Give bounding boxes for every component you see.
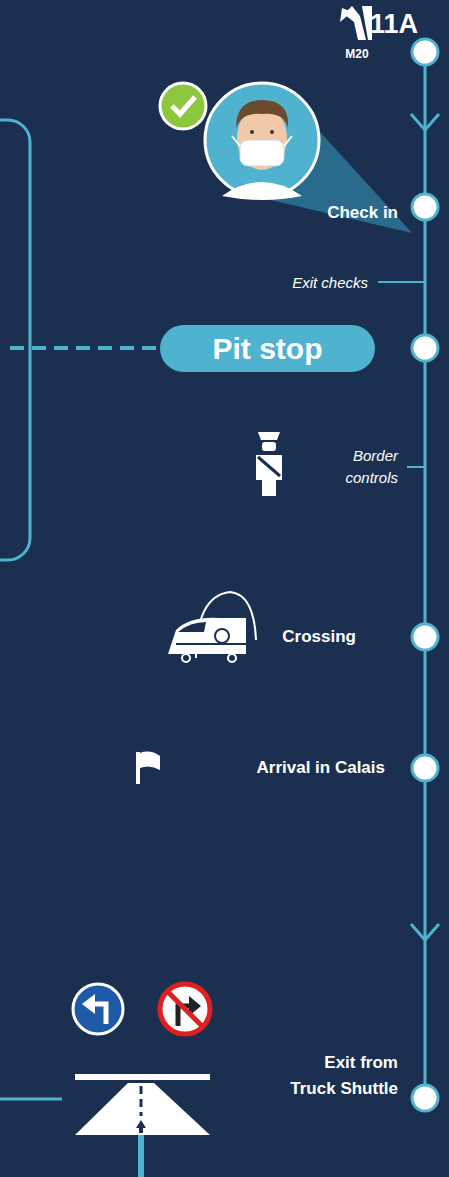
stop-label: 11A <box>370 8 430 40</box>
train-icon <box>168 592 256 662</box>
left-turn-sign <box>73 984 123 1034</box>
stop-label: M20 <box>338 47 376 61</box>
stop-label: Arrival in Calais <box>185 757 385 779</box>
guard-icon <box>256 432 282 496</box>
masked-person <box>205 83 319 200</box>
chevron <box>411 114 439 130</box>
stop-circle <box>412 39 438 65</box>
stop-circle <box>412 624 438 650</box>
motorway-sign <box>340 6 372 40</box>
pill-text: Pit stop <box>160 325 375 372</box>
stop-circle <box>412 335 438 361</box>
tick-line <box>407 466 425 468</box>
stop-circle <box>412 755 438 781</box>
road-icon <box>75 1074 210 1135</box>
stop-pill: Pit stop <box>160 325 375 372</box>
stop-label: Exit checks <box>260 273 368 293</box>
stop-label: Check in <box>290 202 398 224</box>
leader-line <box>0 1098 62 1101</box>
flag-icon <box>136 752 160 784</box>
dashed-leader <box>10 346 160 350</box>
no-right-turn-sign <box>160 984 210 1034</box>
leader-line <box>138 1135 144 1177</box>
timeline-stops <box>412 39 438 1111</box>
stop-label: Exit from Truck Shuttle <box>282 1050 398 1102</box>
chevron <box>411 924 439 940</box>
tick-line <box>378 281 425 283</box>
stop-circle <box>412 1085 438 1111</box>
side-panel <box>0 120 30 560</box>
check-badge <box>160 83 206 129</box>
stop-label: Crossing <box>246 626 356 648</box>
stop-label: Border controls <box>320 445 398 489</box>
stop-circle <box>412 194 438 220</box>
